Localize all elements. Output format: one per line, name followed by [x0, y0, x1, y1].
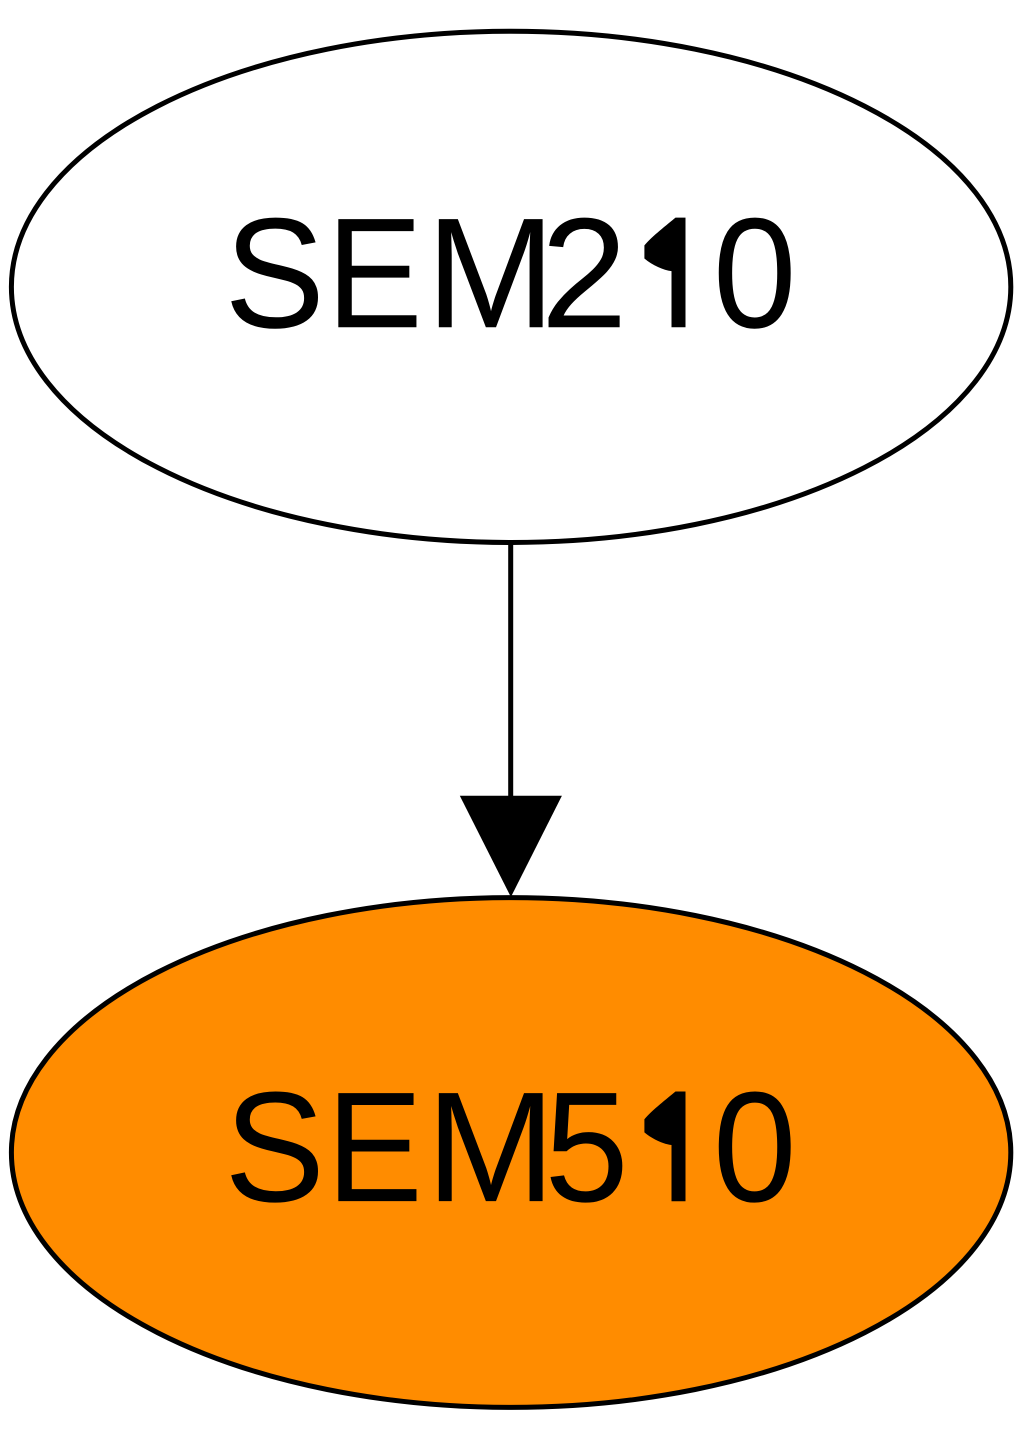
- svg-text:M: M: [426, 1060, 555, 1235]
- svg-text:S: S: [224, 1059, 325, 1234]
- svg-text:E: E: [327, 1059, 423, 1234]
- svg-text:M: M: [426, 186, 555, 361]
- svg-text:0: 0: [713, 185, 797, 361]
- svg-text:2: 2: [541, 186, 628, 362]
- svg-text:E: E: [327, 186, 423, 361]
- svg-text:5: 5: [545, 1059, 629, 1235]
- svg-text:0: 0: [713, 1059, 797, 1235]
- svg-text:S: S: [224, 185, 325, 360]
